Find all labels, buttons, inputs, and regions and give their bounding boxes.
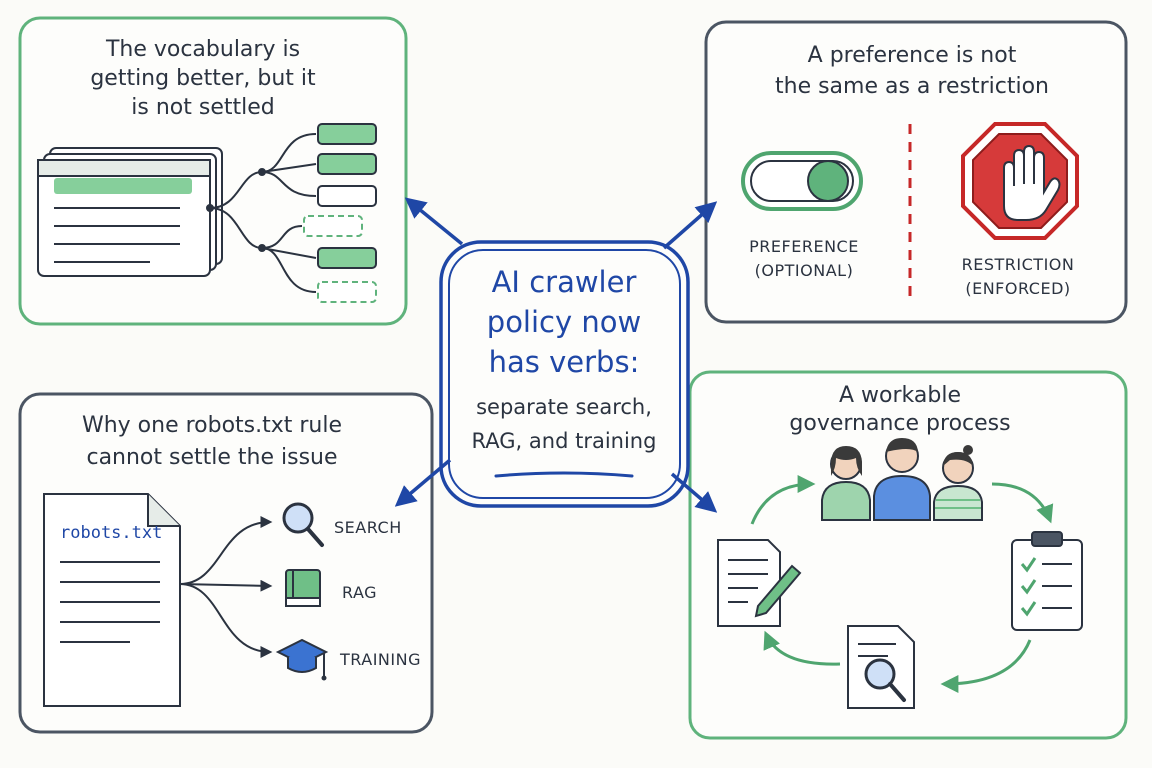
connector-arrows (394, 197, 718, 513)
document-icon: robots.txt (43, 493, 181, 707)
vocabulary-title-line-1: The vocabulary is (105, 37, 300, 62)
search-icon (282, 502, 324, 547)
vocabulary-term-boxes (303, 123, 377, 303)
use-rag-label: RAG (342, 583, 377, 602)
edit-document-icon (717, 539, 802, 627)
toggle-icon (741, 151, 863, 211)
robots-title-line-1: Why one robots.txt rule (82, 413, 342, 438)
panel-governance: A workable governance process (688, 370, 1128, 740)
panel-robots: Why one robots.txt rule cannot settle th… (18, 392, 434, 734)
governance-title-line-1: A workable (839, 383, 961, 408)
cycle-arrows (750, 475, 1054, 693)
panel-vocabulary: The vocabulary is getting better, but it… (18, 16, 408, 326)
book-icon (285, 569, 321, 607)
vocabulary-title-line-3: is not settled (131, 95, 274, 120)
robots-file-name: robots.txt (60, 523, 162, 543)
document-stack-icon (37, 147, 223, 277)
center-line-1: AI crawler (492, 265, 637, 299)
checklist-icon (1011, 531, 1083, 631)
preference-title-line-1: A preference is not (808, 43, 1017, 68)
center-line-5: RAG, and training (472, 429, 657, 453)
vocabulary-tree (206, 133, 317, 293)
center-node: AI crawler policy now has verbs: separat… (439, 240, 690, 508)
people-icon (821, 438, 983, 521)
use-search-label: SEARCH (334, 518, 402, 537)
governance-title-line-2: governance process (789, 411, 1010, 436)
restriction-label: RESTRICTION (962, 255, 1075, 274)
graduation-cap-icon (275, 638, 329, 681)
restriction-sub-label: (ENFORCED) (965, 279, 1070, 298)
preference-title-line-2: the same as a restriction (775, 74, 1049, 99)
preference-label: PREFERENCE (749, 237, 859, 256)
stop-hand-icon (961, 122, 1079, 240)
review-document-icon (847, 625, 915, 709)
center-line-2: policy now (487, 305, 641, 339)
center-line-3: has verbs: (489, 345, 640, 379)
robots-title-line-2: cannot settle the issue (86, 445, 337, 470)
use-branches (179, 516, 273, 658)
preference-sub-label: (OPTIONAL) (755, 261, 854, 280)
vocabulary-title-line-2: getting better, but it (90, 66, 316, 91)
panel-preference: A preference is not the same as a restri… (704, 20, 1128, 324)
center-line-4: separate search, (476, 395, 652, 419)
use-training-label: TRAINING (339, 650, 421, 669)
